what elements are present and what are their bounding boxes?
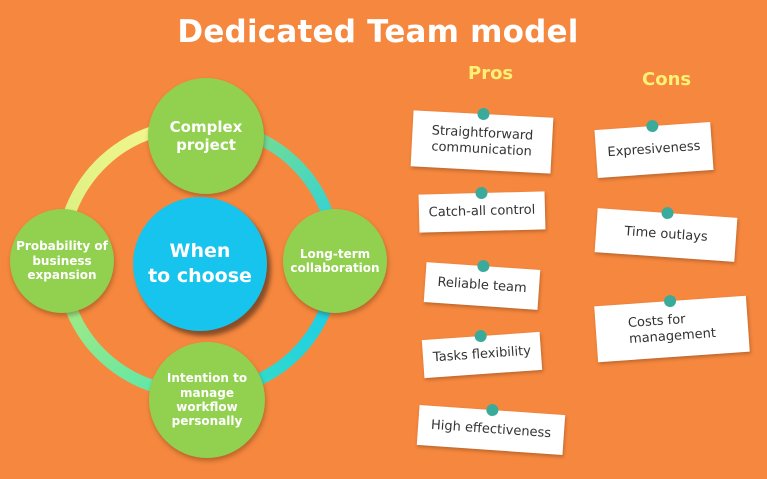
pin-icon [474, 329, 488, 343]
center-text: to choose [148, 265, 252, 287]
center-text: When [169, 240, 231, 263]
pin-icon [645, 119, 659, 133]
pin-icon [477, 107, 490, 121]
pros-card: Tasks flexibility [421, 329, 543, 379]
node-text: expansion [27, 268, 97, 283]
card-text: Time outlays [623, 223, 709, 245]
card-text: High effectiveness [430, 417, 552, 442]
node-text: workflow [176, 400, 238, 414]
node-text: manage [180, 385, 234, 400]
node-text: Complex [169, 118, 243, 136]
card-text: Expresiveness [606, 138, 701, 161]
node-text: collaboration [290, 261, 380, 275]
pros-card: High effectiveness [416, 403, 566, 456]
cons-card: Time outlays [594, 206, 738, 262]
cons-heading: Cons [642, 69, 692, 90]
pin-icon [476, 259, 490, 273]
card-text: Tasks flexibility [432, 343, 532, 366]
pin-icon [485, 403, 499, 417]
page-title: Dedicated Team model [177, 14, 579, 50]
card-text: Reliable team [436, 274, 528, 296]
node-text: Probability of [16, 239, 108, 254]
pin-icon [663, 294, 677, 308]
cons-card: Expresiveness [594, 119, 714, 178]
node-text: Intention to [166, 371, 248, 386]
pros-card: Catch-all control [418, 186, 546, 233]
pin-icon [661, 206, 674, 220]
pros-card: Reliable team [423, 259, 541, 310]
card-text: Catch-all control [428, 202, 536, 221]
node-text: project [176, 136, 236, 154]
node-text: business [32, 253, 92, 268]
pin-icon [475, 186, 488, 200]
pros-heading: Pros [468, 63, 514, 84]
node-text: Long-term [299, 246, 371, 261]
node-text: personally [171, 414, 243, 429]
